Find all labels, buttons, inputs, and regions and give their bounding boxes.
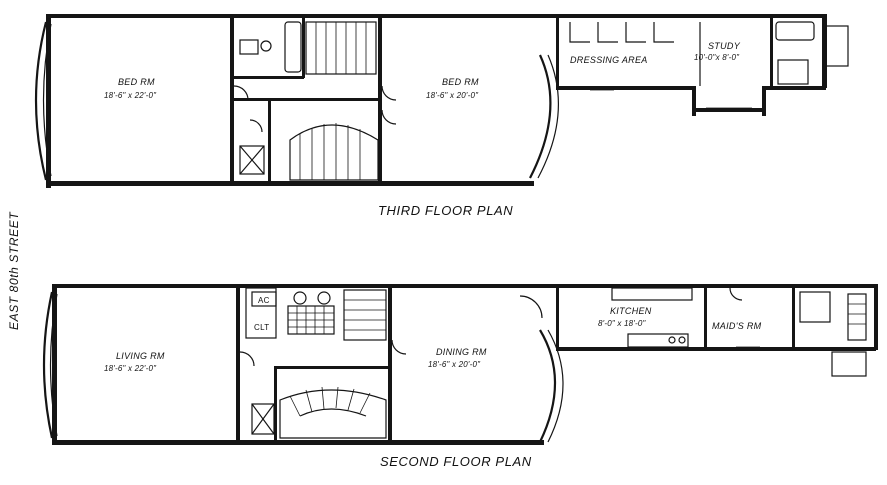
second-floor-bath-tiles: [287, 305, 335, 335]
kitchen-counters: [611, 287, 693, 348]
third-floor-title: THIRD FLOOR PLAN: [378, 203, 513, 218]
third-floor-plan: BED RM 18'-6" x 22'-0" BED RM 18'-6" x 2…: [34, 14, 849, 218]
room-dims-bed-rm-right: 18'-6" x 20'-0": [426, 91, 479, 100]
second-floor-bay-window: [42, 291, 54, 439]
room-dims-kitchen: 8'-0" x 18'-0": [598, 319, 647, 328]
second-floor-outer-walls: [52, 284, 878, 445]
room-dims-living-rm: 18'-6" x 22'-0": [104, 364, 157, 373]
dressing-closets: [569, 22, 701, 86]
street-label: EAST 80th STREET: [7, 211, 21, 330]
third-floor-interior-walls: [230, 18, 773, 182]
room-dims-bed-rm-left: 18'-6" x 22'-0": [104, 91, 157, 100]
third-floor-stair: [289, 21, 379, 181]
second-floor-title: SECOND FLOOR PLAN: [380, 454, 532, 469]
third-floor-curved-wall: [529, 54, 552, 179]
second-floor-stair-upper: [343, 289, 387, 341]
third-floor-bay-window: [34, 21, 48, 181]
room-label-maids-rm: MAID'S RM: [712, 321, 762, 331]
room-label-living-rm: LIVING RM: [116, 351, 165, 361]
ac-label: AC: [258, 296, 270, 305]
second-floor-plan: AC CLT LIVING RM 18'-6" x 22'-0" DINING …: [42, 284, 878, 469]
room-label-bed-rm-left: BED RM: [118, 77, 155, 87]
room-dims-study: 10'-0"x 8'-0": [694, 53, 740, 62]
room-label-bed-rm-right: BED RM: [442, 77, 479, 87]
bathtub: [284, 21, 302, 73]
room-label-dressing-area: DRESSING AREA: [570, 55, 648, 65]
third-floor-outer-walls: [46, 14, 827, 188]
door-swing: [233, 85, 249, 101]
second-floor-stair-curved: [279, 386, 387, 439]
room-label-kitchen: KITCHEN: [610, 306, 652, 316]
second-floor-interior-walls: [236, 288, 795, 442]
room-dims-dining-rm: 18'-6" x 20'-0": [428, 360, 481, 369]
clt-label: CLT: [254, 323, 269, 332]
room-label-dining-rm: DINING RM: [436, 347, 487, 357]
second-floor-curved-wall: [539, 329, 557, 443]
room-label-study: STUDY: [708, 41, 741, 51]
